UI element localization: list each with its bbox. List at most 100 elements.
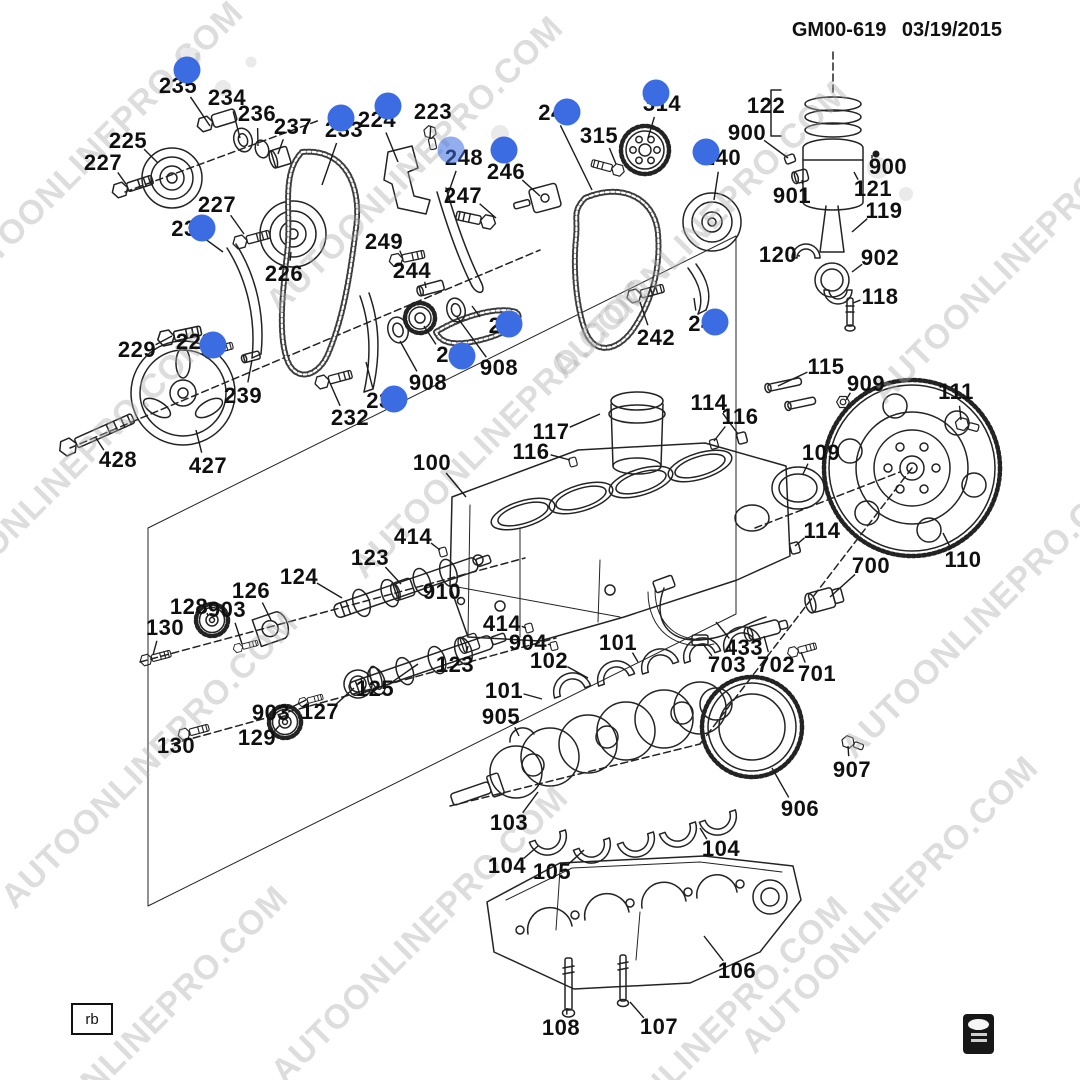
part-number-label-226: 226: [264, 261, 304, 286]
flywheel-drawing: [708, 377, 1003, 559]
leader-line: [232, 111, 241, 139]
part-number-label-108: 108: [541, 1015, 581, 1040]
leader-line: [385, 132, 399, 163]
leader-line: [547, 643, 552, 646]
leader-line: [117, 172, 127, 185]
leader-line: [277, 139, 284, 155]
leader-line: [639, 301, 649, 326]
part-number-label-114: 114: [690, 390, 728, 415]
part-number-label-905: 905: [481, 704, 521, 729]
leader-line: [845, 392, 851, 401]
highlight-dot[interactable]: [495, 310, 523, 338]
part-number-label-116: 116: [512, 439, 550, 464]
part-number-label-123: 123: [435, 652, 475, 677]
part-number-label-100: 100: [412, 450, 452, 475]
highlight-dot[interactable]: [553, 98, 581, 126]
part-number-label-130: 130: [145, 615, 185, 640]
leader-line: [852, 299, 861, 304]
part-number-label-229: 229: [117, 337, 157, 362]
part-number-label-227: 227: [197, 192, 237, 217]
part-number-label-242: 242: [636, 325, 676, 350]
part-number-label-122: 122: [746, 93, 786, 118]
part-number-label-129: 129: [237, 725, 277, 750]
part-number-label-901: 901: [772, 183, 812, 208]
highlight-dot[interactable]: [380, 385, 408, 413]
highlight-dot[interactable]: [327, 104, 355, 132]
part-number-label-906: 906: [780, 796, 820, 821]
bearing-shells: [509, 620, 762, 870]
part-number-label-902: 902: [860, 245, 900, 270]
leader-line: [234, 622, 243, 645]
part-number-label-701: 701: [797, 661, 837, 686]
leader-line: [794, 537, 805, 547]
leader-line: [521, 625, 527, 629]
engine-block-drawing: [437, 391, 791, 652]
highlight-dot[interactable]: [374, 92, 402, 120]
highlight-dot[interactable]: [437, 136, 465, 164]
timing-drive-group: [59, 108, 742, 457]
leader-line: [722, 412, 739, 435]
leader-line: [273, 724, 281, 732]
part-number-label-103: 103: [489, 810, 529, 835]
highlight-dot[interactable]: [173, 56, 201, 84]
part-number-label-126: 126: [231, 578, 271, 603]
leader-line: [261, 602, 272, 621]
part-number-label-114: 114: [803, 518, 841, 543]
part-number-label-428: 428: [98, 447, 138, 472]
oil-pan-drawing: [486, 855, 802, 1018]
part-number-label-111: 111: [938, 379, 974, 404]
leader-line: [188, 731, 191, 736]
leader-line: [289, 699, 307, 709]
leader-line: [647, 116, 656, 139]
part-number-label-702: 702: [756, 652, 796, 677]
leader-line: [335, 687, 355, 705]
brand-stamp-line: [970, 1033, 987, 1036]
leader-line: [230, 214, 245, 235]
part-number-label-125: 125: [355, 676, 395, 701]
leader-line: [802, 463, 809, 475]
part-number-label-907: 907: [832, 757, 872, 782]
leader-line: [550, 454, 571, 461]
part-number-label-225: 225: [108, 128, 148, 153]
part-number-label-107: 107: [639, 1014, 679, 1039]
highlight-dot[interactable]: [448, 342, 476, 370]
leader-line: [713, 426, 726, 442]
part-number-label-908: 908: [479, 355, 519, 380]
highlight-dot[interactable]: [188, 214, 216, 242]
part-number-label-414: 414: [393, 524, 433, 549]
leader-line: [829, 573, 856, 598]
leader-line: [391, 663, 419, 683]
highlight-dot[interactable]: [692, 138, 720, 166]
leader-line: [365, 361, 374, 388]
leader-line: [568, 849, 585, 865]
part-number-label-124: 124: [279, 564, 319, 589]
leader-line: [523, 693, 543, 700]
leader-line: [399, 340, 418, 372]
leader-line: [321, 142, 338, 186]
leader-line: [522, 791, 539, 814]
leader-line: [465, 645, 469, 654]
highlight-dot[interactable]: [199, 331, 227, 359]
part-number-label-904: 904: [508, 630, 548, 655]
piston-assembly-drawing: [770, 89, 880, 332]
part-number-label-101: 101: [598, 630, 638, 655]
camshaft-group: [139, 544, 511, 740]
revision-ref-box: rb: [71, 1003, 113, 1035]
part-number-label-128: 128: [169, 594, 209, 619]
leader-line: [457, 597, 461, 600]
highlight-dot[interactable]: [490, 136, 518, 164]
highlight-dot[interactable]: [642, 79, 670, 107]
highlight-dot[interactable]: [701, 308, 729, 336]
leader-line: [631, 652, 639, 663]
leader-line: [715, 621, 730, 639]
leader-line: [456, 316, 487, 358]
leader-line: [569, 413, 601, 428]
leader-line: [445, 472, 467, 498]
part-number-label-433: 433: [724, 635, 764, 660]
leader-line: [471, 305, 481, 318]
leader-line: [608, 147, 617, 165]
leader-line: [445, 170, 457, 201]
part-number-label-414: 414: [482, 611, 522, 636]
leader-line: [152, 640, 158, 656]
